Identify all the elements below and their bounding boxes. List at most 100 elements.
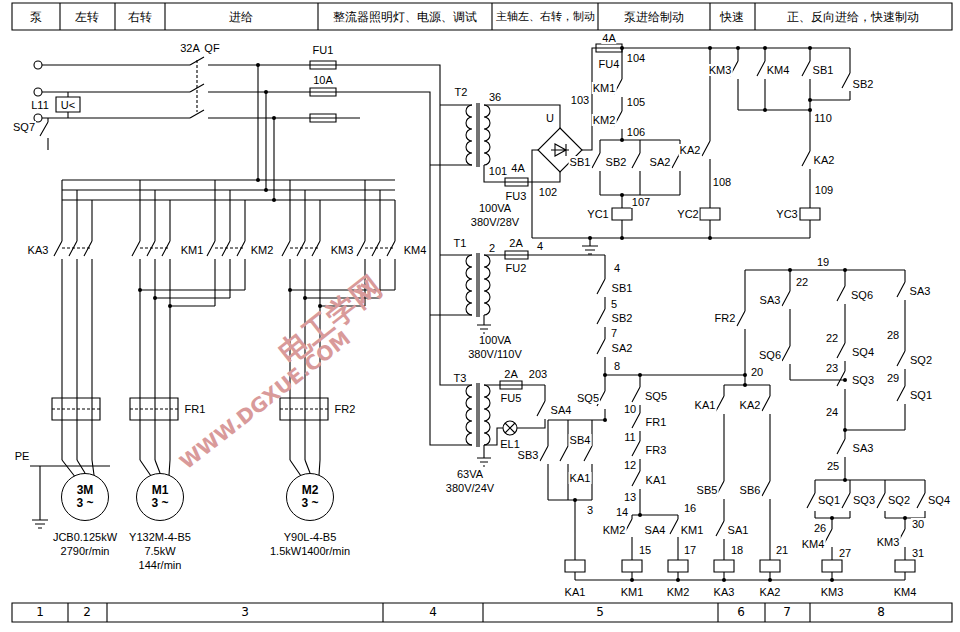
- junction-dot: [303, 296, 307, 300]
- column-number: 3: [240, 605, 250, 619]
- watermark: WWW.DGXUE.COM: [174, 325, 356, 474]
- motor-text: M1: [152, 484, 169, 497]
- junction-dot: [830, 516, 834, 520]
- junction-dot: [573, 498, 577, 502]
- component-label: SQ2: [909, 354, 933, 366]
- motor-text: 3 ~: [151, 497, 168, 510]
- table-cell: 泵: [29, 10, 43, 24]
- junction-dot: [763, 108, 767, 112]
- brake-coil: [612, 208, 820, 220]
- junction-dot: [843, 478, 847, 482]
- junction-dot: [788, 268, 792, 272]
- component-label: KM2: [602, 524, 627, 536]
- component-label: 14: [615, 506, 629, 518]
- motor-circle: M13 ~: [136, 473, 184, 521]
- component-label: YC1: [586, 208, 609, 220]
- component-label: 1.5kW1400r/min: [269, 545, 351, 557]
- component-label: 4A: [601, 32, 616, 44]
- component-label: KM3: [708, 64, 733, 76]
- column-number: 2: [82, 605, 92, 619]
- component-label: 380V/110V: [467, 348, 523, 360]
- component-label: 25: [826, 460, 840, 472]
- junction-dot: [843, 428, 847, 432]
- component-label: SQ6: [850, 289, 874, 301]
- component-label: SB1: [569, 156, 592, 168]
- component-label: 28: [886, 329, 900, 341]
- component-label: T1: [453, 237, 468, 249]
- ground: [30, 466, 110, 528]
- component-label: KM1: [680, 524, 705, 536]
- table-cell: 进给: [228, 10, 254, 24]
- component-label: 19: [816, 256, 830, 268]
- component-label: 103: [570, 94, 590, 106]
- motor-text: 3M: [77, 484, 94, 497]
- component-label: 102: [538, 186, 558, 198]
- junction-dot: [168, 304, 172, 308]
- component-label: 108: [712, 176, 732, 188]
- component-label: KM2: [592, 114, 617, 126]
- junction-dot: [638, 513, 642, 517]
- component-label: KA2: [739, 399, 762, 411]
- component-label: SA3: [852, 442, 875, 454]
- component-label: KA3: [713, 586, 736, 598]
- component-label: SA3: [759, 294, 782, 306]
- component-label: SQ4: [851, 346, 875, 358]
- column-number: 7: [782, 605, 792, 619]
- component-label: FU1: [312, 44, 335, 56]
- component-label: 2A: [503, 368, 518, 380]
- column-number: 6: [736, 605, 746, 619]
- junction-dot: [843, 268, 847, 272]
- component-label: 7.5kW: [143, 545, 176, 557]
- component-label: FU5: [500, 392, 523, 404]
- component-label: 30: [911, 518, 925, 530]
- component-label: SA3: [909, 285, 932, 297]
- component-label: U<: [60, 99, 76, 111]
- junction-dot: [272, 198, 276, 202]
- column-number: 8: [876, 605, 886, 619]
- component-label: KM1: [180, 244, 205, 256]
- column-number: 4: [428, 605, 438, 619]
- motor-text: 3 ~: [301, 497, 318, 510]
- component-label: SQ5: [644, 390, 668, 402]
- control-circuit: [540, 255, 925, 580]
- component-label: SA4: [644, 524, 667, 536]
- lamp-circuit: [477, 385, 545, 466]
- component-label: SB2: [611, 312, 634, 324]
- component-label: SB1: [812, 64, 835, 76]
- component-label: FU2: [505, 262, 528, 274]
- component-label: SQ3: [852, 494, 876, 506]
- component-label: 31: [911, 547, 925, 559]
- component-label: FR3: [645, 444, 668, 456]
- component-label: KA3: [27, 244, 50, 256]
- component-label: SA2: [611, 342, 634, 354]
- table-cell: 右转: [127, 10, 153, 24]
- component-label: 3: [586, 504, 594, 516]
- junction-dot: [743, 383, 747, 387]
- mechanical-link: [62, 60, 395, 248]
- component-label: SB2: [852, 78, 875, 90]
- component-label: 2A: [508, 237, 523, 249]
- component-label: 17: [683, 544, 697, 556]
- component-label: SQ5: [576, 392, 600, 404]
- component-label: 203: [528, 368, 548, 380]
- component-label: 26: [813, 522, 827, 534]
- component-label: SB4: [569, 434, 592, 446]
- relay-coil: [565, 560, 915, 572]
- component-label: 2790r/min: [60, 545, 111, 557]
- component-label: KM2: [666, 586, 691, 598]
- component-label: SQ3: [851, 374, 875, 386]
- component-label: 101: [488, 165, 508, 177]
- component-label: KM1: [592, 82, 617, 94]
- component-label: KA1: [564, 586, 587, 598]
- component-label: T2: [454, 86, 469, 98]
- junction-dot: [736, 46, 740, 50]
- table-cell: 左转: [74, 10, 100, 24]
- component-label: 100VA: [478, 202, 512, 214]
- component-label: 8: [613, 360, 621, 372]
- component-label: SB2: [605, 156, 628, 168]
- motor-circle: 3M3 ~: [61, 473, 109, 521]
- junction-dot: [768, 578, 772, 582]
- junction-dot: [708, 46, 712, 50]
- component-label: U: [545, 112, 555, 124]
